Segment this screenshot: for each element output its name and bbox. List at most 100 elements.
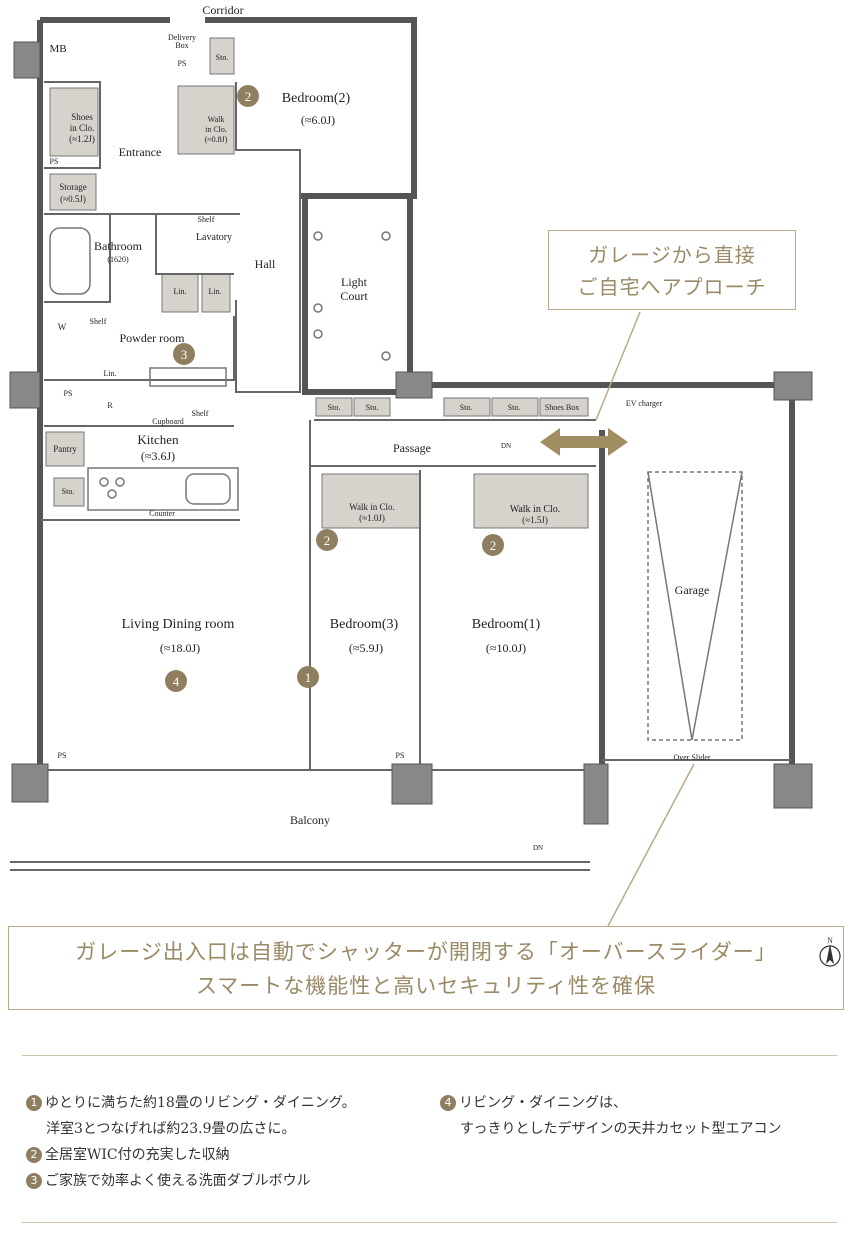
note-4-badge: 4	[440, 1095, 456, 1111]
label-ldk-size: (≈18.0J)	[160, 641, 200, 655]
column-1	[9, 371, 41, 409]
wall-int-7	[235, 82, 301, 196]
label-wic-small-2: in Clo.	[205, 125, 227, 134]
label-bedroom3-size: (≈5.9J)	[349, 641, 383, 655]
label-bedroom1: Bedroom(1)	[472, 617, 541, 632]
label-dn-1: DN	[501, 442, 511, 450]
wall-int-1	[44, 81, 101, 169]
wall-light-court	[302, 196, 413, 395]
label-shoes-1: Shoes	[71, 112, 93, 122]
label-wic2-1: Walk in Clo.	[510, 504, 561, 515]
label-sto-passage-2: Sto.	[366, 403, 379, 412]
label-wic1-2: (≈1.0J)	[359, 513, 385, 523]
note-4-line-2: すっきりとしたデザインの天井カセット型エアコン	[460, 1121, 782, 1137]
label-pantry: Pantry	[53, 444, 77, 454]
label-lin-2: Lin.	[208, 287, 221, 296]
column-8	[13, 41, 41, 79]
marker-4: 4	[173, 674, 180, 689]
marker-2-c: 2	[490, 538, 497, 553]
powder-sink	[149, 367, 227, 387]
label-ps-4: PS	[58, 751, 67, 760]
label-ev-charger: EV charger	[626, 399, 663, 408]
callout-bottom-line-1: ガレージ出入口は自動でシャッターが開閉する「オーバースライダー」	[75, 940, 777, 964]
column-2	[11, 763, 49, 803]
label-balcony: Balcony	[290, 813, 330, 827]
label-delivery-box-2: Box	[175, 41, 188, 50]
note-2-badge: 2	[26, 1147, 42, 1163]
label-bedroom3: Bedroom(3)	[330, 617, 399, 632]
callout-over-slider: ガレージ出入口は自動でシャッターが開閉する「オーバースライダー」 スマートな機能…	[8, 926, 844, 1010]
marker-4-circle	[165, 670, 187, 692]
label-shoes-3: (≈1.2J)	[69, 134, 95, 144]
north-label: N	[827, 936, 833, 945]
stove-burner-2	[115, 477, 125, 487]
label-shoes-2: in Clo.	[70, 123, 95, 133]
light-court-dot-3	[313, 303, 323, 313]
label-bedroom1-size: (≈10.0J)	[486, 641, 526, 655]
garage-outline	[647, 471, 743, 741]
light-court-dot-1	[313, 231, 323, 241]
label-powder-room: Powder room	[120, 331, 186, 345]
passage-sto-fill-1	[315, 397, 353, 417]
note-3-line-1: ご家族で効率よく使える洗面ダブルボウル	[45, 1173, 311, 1189]
label-sto-passage-1: Sto.	[328, 403, 341, 412]
note-4-cont: すっきりとしたデザインの天井カセット型エアコン	[460, 1118, 781, 1138]
wall-int-4	[44, 316, 235, 381]
label-light-court-1: Light	[341, 275, 368, 289]
label-lin-1: Lin.	[173, 287, 186, 296]
callout-top-pointer	[595, 311, 641, 421]
label-sto-passage-4: Sto.	[508, 403, 521, 412]
callout-top-line-2: ご自宅へアプローチ	[577, 275, 767, 299]
wic2-fill	[473, 473, 589, 529]
label-sto-kitchen: Sto.	[62, 487, 75, 496]
callout-top-line-1: ガレージから直接	[588, 243, 756, 267]
passage-sto-fill-3	[443, 397, 491, 417]
sto-kitchen-fill	[53, 477, 85, 507]
pantry-fill	[45, 431, 85, 467]
wall-balcony-rail	[10, 861, 590, 871]
walk-in-closet-small-fill	[177, 85, 235, 155]
garage-marker-1	[647, 471, 693, 741]
callout-bottom-pointer	[607, 763, 695, 927]
label-kitchen: Kitchen	[137, 432, 179, 447]
passage-sto-fill-4	[491, 397, 539, 417]
label-wic1-1: Walk in Clo.	[349, 502, 395, 512]
marker-1: 1	[305, 670, 312, 685]
label-mb: MB	[49, 43, 66, 55]
north-arrow-icon: N	[819, 936, 841, 967]
column-3	[391, 763, 433, 805]
label-hall: Hall	[255, 257, 276, 271]
label-entrance: Entrance	[119, 145, 162, 159]
divider-top	[22, 1055, 837, 1056]
marker-1-circle	[297, 666, 319, 688]
label-passage: Passage	[393, 441, 431, 455]
passage-sto-fill-2	[353, 397, 391, 417]
label-corridor: Corridor	[202, 3, 243, 17]
passage-sto-fill-5	[539, 397, 589, 417]
label-bathroom: Bathroom	[94, 239, 143, 253]
label-storage-1: Storage	[59, 182, 87, 192]
wic1-fill	[321, 473, 421, 529]
label-bedroom2: Bedroom(2)	[282, 91, 351, 106]
kitchen-sink	[185, 473, 231, 505]
wall-int-6	[155, 214, 234, 275]
note-2-line-1: 全居室WIC付の充実した収納	[45, 1147, 230, 1163]
label-kitchen-size: (≈3.6J)	[141, 449, 175, 463]
label-storage-2: (≈0.5J)	[60, 194, 86, 204]
label-wic-small-1: Walk	[208, 115, 225, 124]
garage-access-arrow	[540, 428, 628, 456]
note-3-badge: 3	[26, 1173, 42, 1189]
label-ps-5: PS	[396, 751, 405, 760]
lin-fill-2	[201, 273, 231, 313]
label-shelf-2: Shelf	[90, 317, 107, 326]
label-over-slider: Over Slider	[673, 753, 710, 762]
column-7	[395, 371, 433, 399]
wall-top-right	[205, 17, 417, 199]
marker-2-b: 2	[324, 533, 331, 548]
marker-3-circle	[173, 343, 195, 365]
wall-int-13	[235, 196, 301, 393]
label-shelf-1: Shelf	[198, 215, 215, 224]
light-court-dot-4	[313, 329, 323, 339]
